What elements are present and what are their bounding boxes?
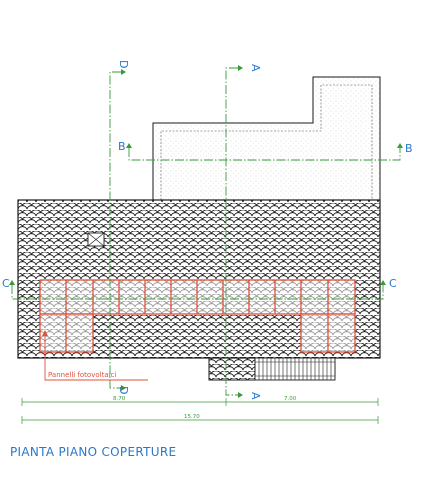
dimension-right-span: 7.00 <box>284 396 297 402</box>
dimension-left-span: 8.70 <box>113 396 126 402</box>
pv-panels <box>39 279 356 353</box>
section-line-d <box>109 71 121 389</box>
section-label-d-bottom: D <box>117 386 130 394</box>
stairs <box>254 357 336 381</box>
pv-label: Pannelli fotovoltaici <box>48 371 116 379</box>
section-line-a <box>225 67 238 396</box>
section-label-a-bottom: A <box>249 392 262 400</box>
section-label-b-left: B <box>118 140 126 153</box>
dimension-total-span: 15.70 <box>184 414 200 420</box>
section-label-c-right: C <box>389 277 397 290</box>
section-label-c-left: C <box>2 277 10 290</box>
lower-annex <box>208 357 336 381</box>
section-label-d-top: D <box>117 60 130 68</box>
section-line-c <box>11 285 384 300</box>
section-lines <box>11 67 401 396</box>
section-line-b <box>128 148 401 161</box>
dimension-lines <box>21 398 379 424</box>
pv-annotation: Pannelli fotovoltaici <box>42 330 148 381</box>
drawing-title: PIANTA PIANO COPERTURE <box>10 445 176 459</box>
section-label-a-top: A <box>249 64 262 72</box>
section-arrows <box>9 65 403 398</box>
upper-terrace-block <box>152 76 381 200</box>
section-label-b-right: B <box>405 142 413 155</box>
